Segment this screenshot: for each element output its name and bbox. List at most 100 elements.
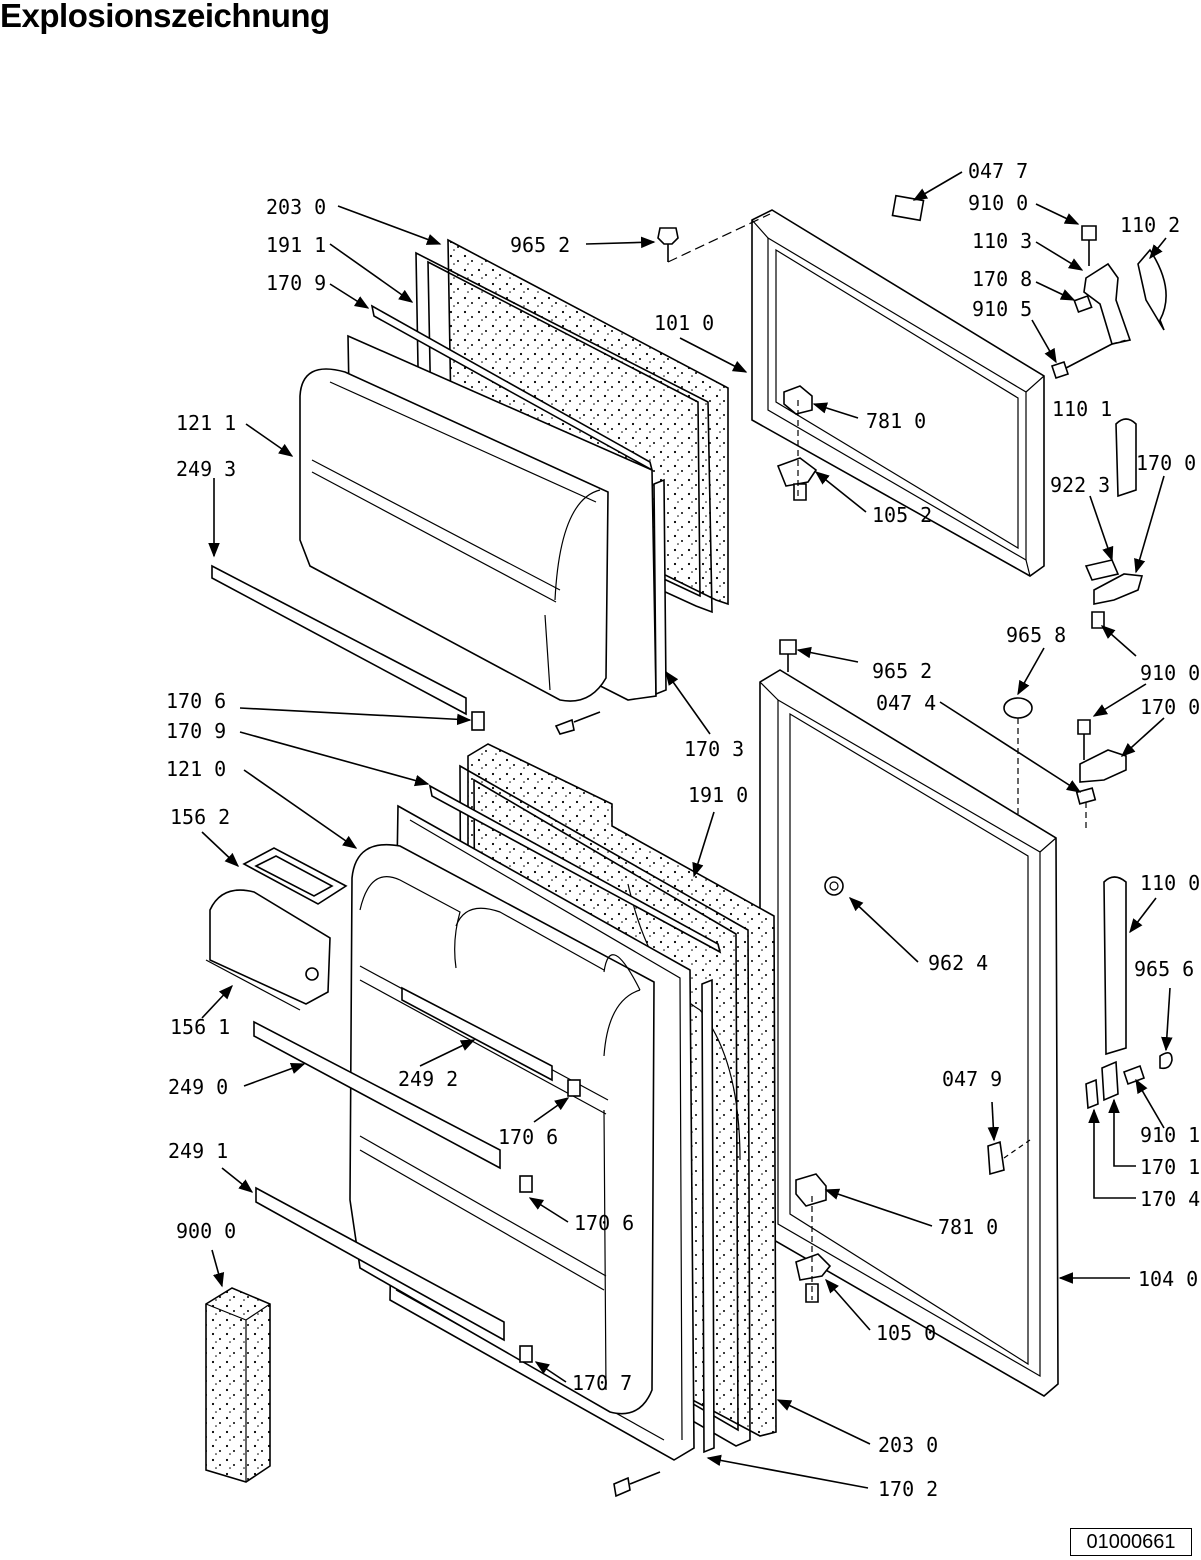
callout-922-3: 922 3 xyxy=(1050,473,1110,497)
foam-block-900-0 xyxy=(205,1287,271,1483)
bar-110-0 xyxy=(1103,876,1127,1056)
bracket-170-4 xyxy=(1085,1078,1099,1110)
callout-965-8: 965 8 xyxy=(1006,623,1066,647)
callout-110-1: 110 1 xyxy=(1052,397,1112,421)
lower-shelf-arch-2 xyxy=(455,907,641,991)
vertical-strip-lower xyxy=(701,978,715,1454)
callout-170-6-left: 170 6 xyxy=(166,689,226,713)
callout-781-0-low: 781 0 xyxy=(938,1215,998,1239)
upper-shelf-curve xyxy=(544,489,601,691)
lower-door-inner xyxy=(777,698,1041,1378)
screw-910-top xyxy=(1081,225,1097,266)
callout-047-4: 047 4 xyxy=(876,691,936,715)
callout-249-3: 249 3 xyxy=(176,457,236,481)
callout-105-0: 105 0 xyxy=(876,1321,936,1345)
plug-965-top xyxy=(657,227,679,262)
callout-170-4: 170 4 xyxy=(1140,1187,1200,1211)
upper-door-frame xyxy=(657,209,1045,577)
upper-door-outer xyxy=(751,209,1045,577)
lower-shelf-arch-1 xyxy=(359,876,461,969)
lower-shelf-curve xyxy=(603,989,641,1391)
callout-170-8: 170 8 xyxy=(972,267,1032,291)
bar-110-1 xyxy=(1115,418,1137,498)
lower-door-assembly xyxy=(205,743,777,1498)
callout-910-0-top: 910 0 xyxy=(968,191,1028,215)
clip-170-6-mid xyxy=(567,1079,581,1097)
callout-965-2-top: 965 2 xyxy=(510,233,570,257)
plug-965-mid xyxy=(779,639,797,672)
shelf-bar-249-0 xyxy=(253,1020,501,1170)
upper-door-edge xyxy=(751,219,1045,577)
compartment-base xyxy=(205,959,301,1011)
butter-compartment-156-1 xyxy=(209,889,331,1005)
callout-191-0: 191 0 xyxy=(688,783,748,807)
callout-170-0-mid: 170 0 xyxy=(1140,695,1200,719)
hinge-922-3 xyxy=(1084,559,1120,581)
tray-156-2 xyxy=(242,847,348,905)
callout-910-1: 910 1 xyxy=(1140,1123,1200,1147)
compartment-knob xyxy=(305,967,319,981)
label-plate xyxy=(891,194,925,222)
washer-047-4 xyxy=(1075,787,1097,805)
page-title: Explosionszeichnung xyxy=(0,0,330,34)
callout-110-0: 110 0 xyxy=(1140,871,1200,895)
hinge-pin-lower xyxy=(795,1253,832,1281)
bracket-047-9 xyxy=(987,1140,1005,1176)
callout-965-2-mid: 965 2 xyxy=(872,659,932,683)
callout-170-1: 170 1 xyxy=(1140,1155,1200,1179)
callout-249-1: 249 1 xyxy=(168,1139,228,1163)
callout-910-0-mid: 910 0 xyxy=(1140,661,1200,685)
clip-upper xyxy=(471,711,485,731)
callout-191-1: 191 1 xyxy=(266,233,326,257)
hinge-screw-lower xyxy=(805,1283,819,1303)
dash-line-upper xyxy=(667,213,771,263)
callout-156-1: 156 1 xyxy=(170,1015,230,1039)
lower-door-edge xyxy=(759,681,1057,853)
top-right-hinge-parts xyxy=(891,194,1167,629)
callout-170-6-mid: 170 6 xyxy=(498,1125,558,1149)
screw-910-5 xyxy=(1050,343,1113,380)
leader-lines xyxy=(201,171,1173,1489)
lower-door-outer xyxy=(759,669,1059,1397)
foam-block-edge xyxy=(205,1303,271,1482)
upper-door-assembly xyxy=(211,238,729,735)
hinge-170-0-mid xyxy=(1079,749,1127,783)
callout-170-2: 170 2 xyxy=(878,1477,938,1501)
strip-upper xyxy=(370,304,654,472)
hinge-pin-upper xyxy=(776,457,818,487)
upper-shelf-bar xyxy=(311,381,597,603)
screw-lower-upper xyxy=(1091,611,1105,629)
callout-170-7: 170 7 xyxy=(572,1371,632,1395)
clip-170-6-low xyxy=(519,1175,533,1193)
screw-910-mid xyxy=(1077,719,1091,760)
document-id: 01000661 xyxy=(1086,1530,1176,1553)
hinge-bracket-lower xyxy=(795,1173,827,1207)
shelf-bar-249-2 xyxy=(401,986,553,1082)
callout-170-6-low: 170 6 xyxy=(574,1211,634,1235)
callout-170-9-top: 170 9 xyxy=(266,271,326,295)
washer-170-8 xyxy=(1073,294,1093,314)
callout-203-0-top: 203 0 xyxy=(266,195,326,219)
screw-upper-left xyxy=(554,711,601,735)
callout-170-0-top: 170 0 xyxy=(1136,451,1196,475)
strip-lower xyxy=(428,784,722,954)
hinge-lower-upper xyxy=(1093,573,1144,605)
knob-962-4-inner xyxy=(829,881,839,891)
callout-105-2: 105 2 xyxy=(872,503,932,527)
callout-962-4: 962 4 xyxy=(928,951,988,975)
callout-104-0: 104 0 xyxy=(1138,1267,1198,1291)
callout-101-0: 101 0 xyxy=(654,311,714,335)
callout-781-0-top: 781 0 xyxy=(866,409,926,433)
callout-249-0: 249 0 xyxy=(168,1075,228,1099)
dash-910-5 xyxy=(1111,339,1127,345)
callout-900-0: 900 0 xyxy=(176,1219,236,1243)
callout-910-5: 910 5 xyxy=(972,297,1032,321)
knob-962-4 xyxy=(824,876,844,896)
cap-965-6 xyxy=(1159,1052,1173,1070)
clip-170-7 xyxy=(519,1345,533,1363)
callout-170-9-mid: 170 9 xyxy=(166,719,226,743)
callout-labels: 203 0 191 1 170 9 965 2 101 0 047 7 910 … xyxy=(166,159,1200,1501)
gasket-lower-wave xyxy=(627,883,741,1161)
callout-965-6: 965 6 xyxy=(1134,957,1194,981)
